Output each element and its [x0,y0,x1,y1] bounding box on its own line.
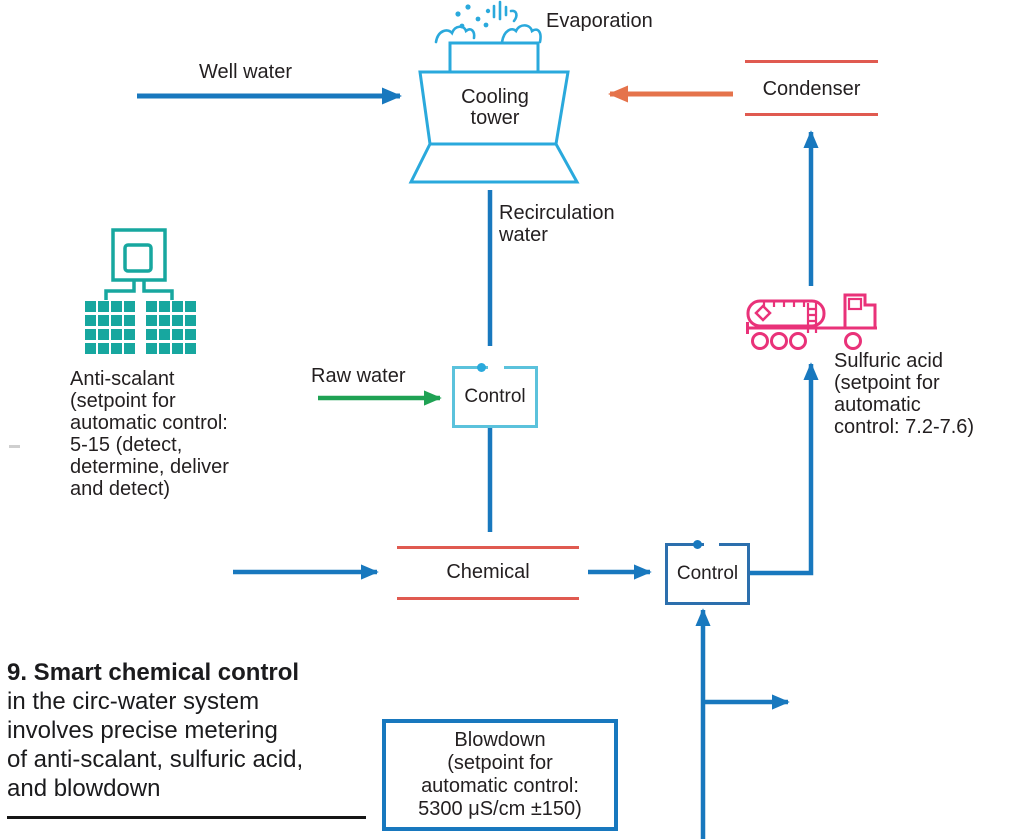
chemical-top-rule [397,546,579,549]
chemical-node: Chemical [397,546,579,600]
anti-scalant-note: Anti-scalant (setpoint for automatic con… [70,368,229,500]
caption-line: and blowdown [7,775,161,802]
control-box-recirculation: Control [452,363,538,428]
caption-title: 9. Smart chemical control [7,659,300,686]
condenser-top-rule [745,60,878,63]
sulfuric-acid-note: Sulfuric acid (setpoint for automatic co… [834,350,975,438]
blowdown-box: Blowdown (setpoint for automatic control… [382,719,618,831]
evaporation-spray-icon [434,0,542,44]
blowdown-line: Blowdown [454,729,546,751]
blowdown-line: 5300 μS/cm ±150) [418,798,582,820]
page-edge-dash [9,445,20,448]
caption-line: of anti-scalant, sulfuric acid, [7,746,304,773]
control-to-acid-arrow [746,362,819,576]
control-label: Control [676,563,739,584]
recirculation-water-label: Recirculation water [499,202,615,246]
control-label: Control [464,386,526,407]
condenser-bottom-rule [745,113,878,116]
anti-scalant-doser-icon [104,228,174,300]
caption-line: in the circ-water system [7,688,260,715]
cooling-tower-icon [408,41,580,184]
condenser-node: Condenser [745,60,878,117]
switch-dot-icon [693,540,702,549]
acid-tanker-truck-icon [746,293,877,350]
anti-scalant-pallet-left [85,301,135,354]
evaporation-label: Evaporation [546,10,653,32]
well-water-label: Well water [199,61,292,83]
anti-scalant-pallet-right [146,301,196,354]
caption-rule [7,816,366,819]
control-box-chemical: Control [665,540,750,605]
chemical-bottom-rule [397,597,579,600]
blowdown-line: (setpoint for [447,752,553,774]
figure-caption: 9. Smart chemical control in the circ-wa… [7,658,303,803]
switch-gap [488,364,504,371]
caption-line: involves precise metering [7,717,278,744]
switch-dot-icon [477,363,486,372]
blowdown-line: automatic control: [421,775,579,797]
condenser-label: Condenser [762,78,861,100]
raw-water-label: Raw water [311,365,406,387]
chemical-label: Chemical [446,561,530,583]
switch-gap [704,541,719,548]
cooling-tower-label: Cooling tower [461,86,529,129]
